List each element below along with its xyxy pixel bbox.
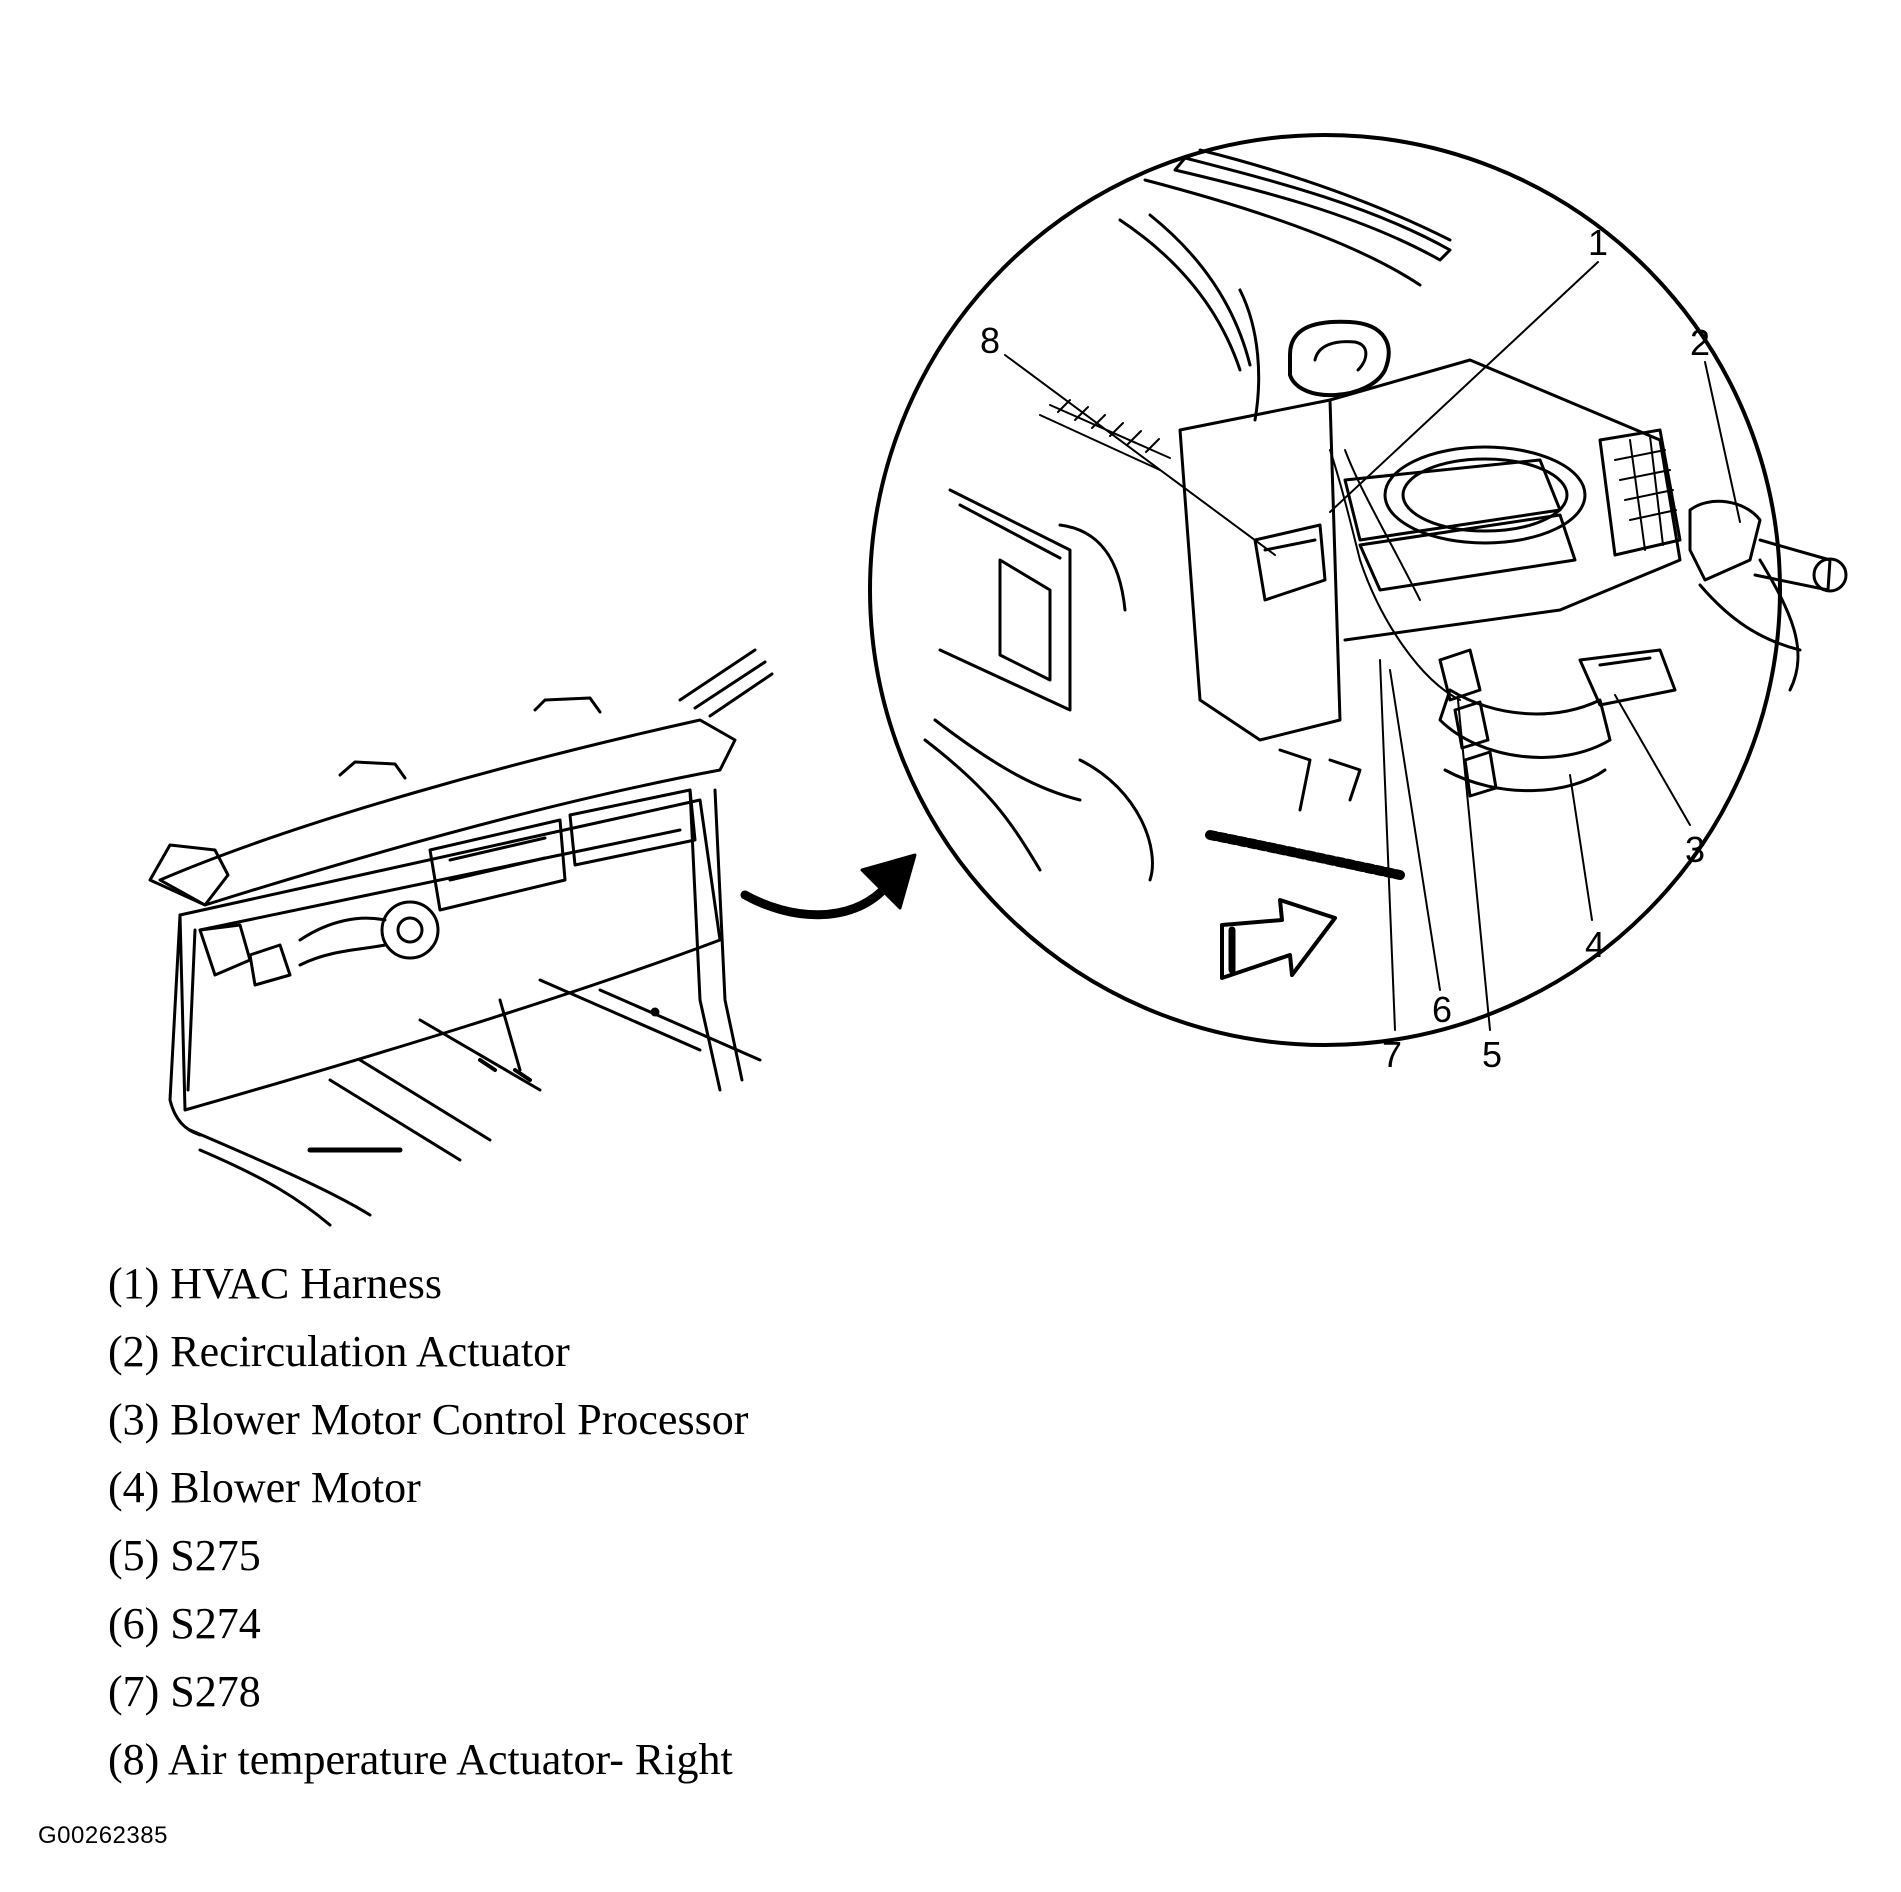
legend-item-blower-motor: (4) Blower Motor: [108, 1463, 421, 1512]
callout-8: 8: [980, 320, 1000, 361]
callout-4: 4: [1585, 924, 1605, 965]
leader-line-5: [1457, 699, 1491, 1031]
detail-view: [868, 133, 1848, 1047]
detail-circle: [868, 133, 1782, 1047]
leader-line-1: [1329, 261, 1599, 513]
leader-line-3: [1614, 694, 1691, 826]
legend-item-s275: (5) S275: [108, 1531, 261, 1580]
callout-1: 1: [1588, 222, 1608, 263]
leader-line-6: [1389, 669, 1441, 991]
callout-3: 3: [1685, 829, 1705, 870]
callout-labels: 1 2 3 4 5 6 7 8: [980, 222, 1710, 1075]
curved-arrow-icon: [740, 853, 917, 920]
component-legend: (1) HVAC Harness (2) Recirculation Actua…: [108, 1250, 748, 1794]
leader-line-2: [1704, 361, 1741, 523]
legend-item-recirculation-actuator: (2) Recirculation Actuator: [108, 1327, 570, 1376]
legend-item-blower-motor-control-processor: (3) Blower Motor Control Processor: [108, 1395, 749, 1444]
callout-6: 6: [1432, 989, 1452, 1030]
instrument-panel-overview: [148, 648, 774, 1227]
legend-item-s278: (7) S278: [108, 1667, 261, 1716]
figure-id: G00262385: [38, 1822, 168, 1849]
callout-5: 5: [1482, 1034, 1502, 1075]
callout-7: 7: [1382, 1034, 1402, 1075]
legend-item-air-temperature-actuator-right: (8) Air temperature Actuator- Right: [108, 1735, 733, 1784]
callout-2: 2: [1690, 322, 1710, 363]
view-direction-arrow-icon: [1220, 898, 1337, 980]
leader-line-8: [1004, 354, 1276, 556]
leader-line-4: [1569, 774, 1593, 921]
leader-line-7: [1379, 659, 1396, 1031]
hvac-diagram: 1 2 3 4 5 6 7 8: [148, 133, 1848, 1227]
legend-item-s274: (6) S274: [108, 1599, 261, 1648]
legend-item-hvac-harness: (1) HVAC Harness: [108, 1259, 443, 1308]
